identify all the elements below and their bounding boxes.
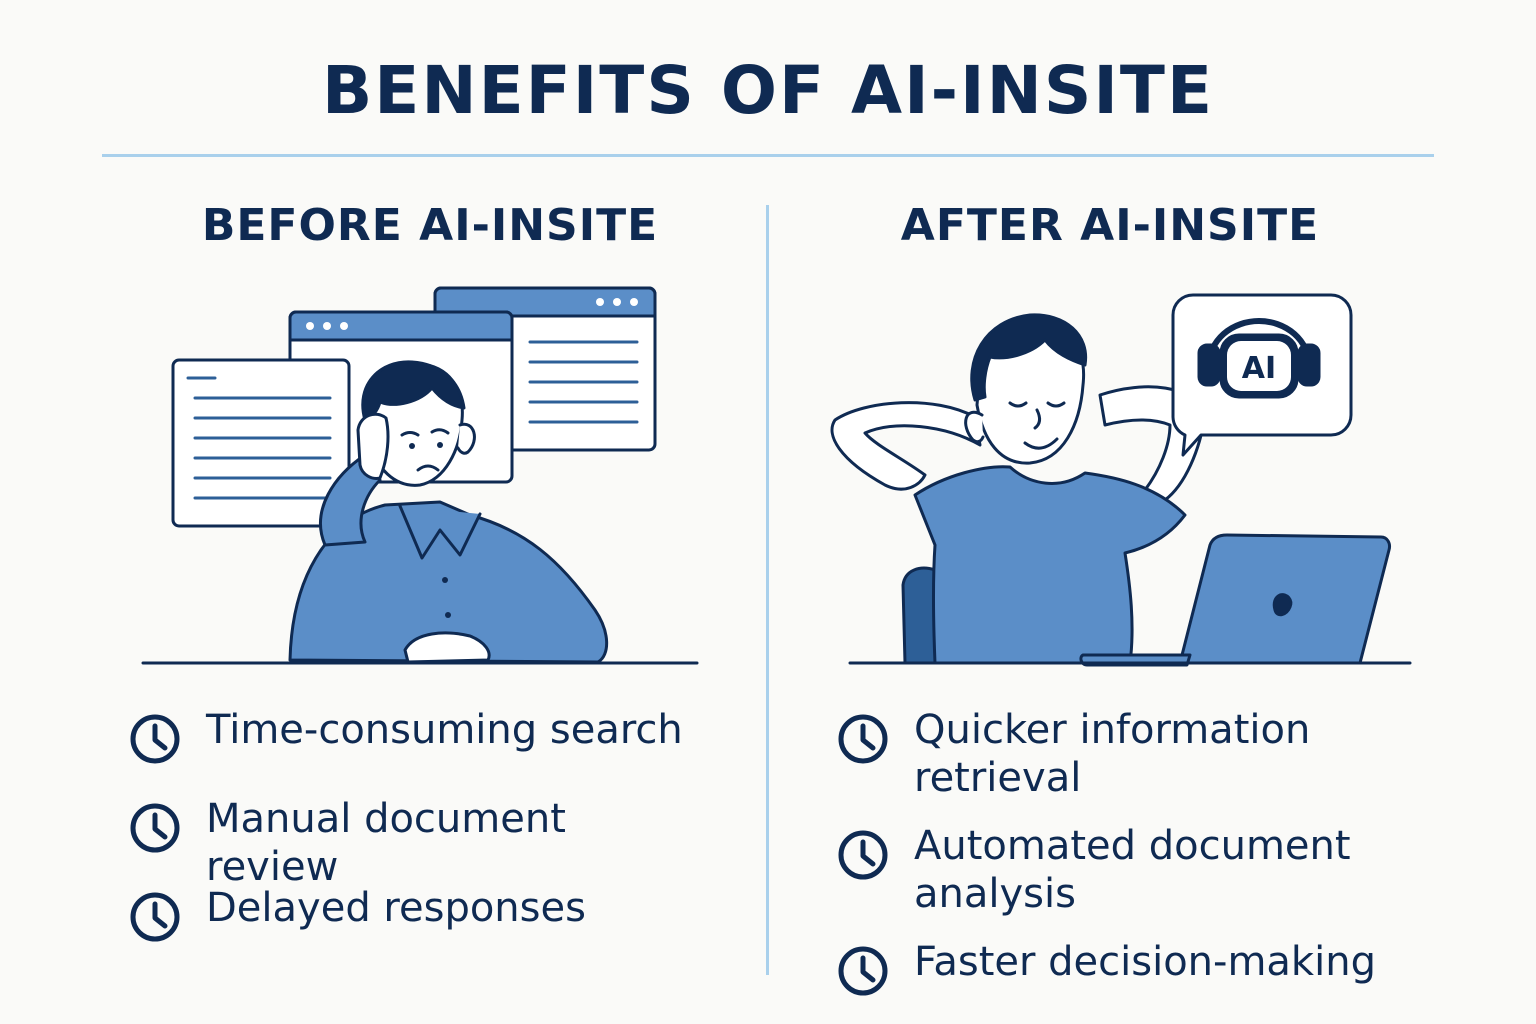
- relaxed-worker-illustration: AI: [830, 293, 1412, 667]
- ai-badge-label: AI: [1242, 351, 1276, 386]
- clock-icon: [130, 714, 180, 764]
- list-item: Manual document review: [128, 795, 748, 890]
- title-divider: [102, 154, 1434, 157]
- page-title: BENEFITS OF AI-INSITE: [321, 52, 1215, 129]
- document-icon: [171, 358, 351, 528]
- clock-icon: [838, 714, 888, 764]
- clock-icon: [838, 830, 888, 880]
- list-item-text: Manual document review: [206, 796, 566, 890]
- list-item: Delayed responses: [128, 884, 748, 973]
- list-item-text: Faster decision-making: [914, 939, 1376, 985]
- before-heading: BEFORE AI-INSITE: [201, 200, 659, 251]
- list-item-text: Time-consuming search: [206, 707, 683, 753]
- list-item-text: Automated document analysis: [914, 823, 1351, 917]
- list-item: Time-consuming search: [128, 706, 748, 795]
- list-item: Automated document analysis: [836, 822, 1456, 918]
- column-divider: [766, 205, 769, 975]
- before-list: Time-consuming search Manual document re…: [128, 706, 748, 973]
- after-list: Quicker information retrieval Automated …: [836, 706, 1456, 1018]
- clock-icon: [838, 946, 888, 996]
- list-item-text: Quicker information retrieval: [914, 707, 1311, 801]
- stressed-worker-illustration: [141, 286, 699, 665]
- list-item: Faster decision-making: [836, 938, 1456, 998]
- clock-icon: [130, 803, 180, 853]
- list-item: Quicker information retrieval: [836, 706, 1456, 802]
- clock-icon: [130, 892, 180, 942]
- after-heading: AFTER AI-INSITE: [900, 200, 1320, 251]
- list-item-text: Delayed responses: [206, 885, 586, 931]
- ai-chat-bubble-icon: [1171, 293, 1353, 457]
